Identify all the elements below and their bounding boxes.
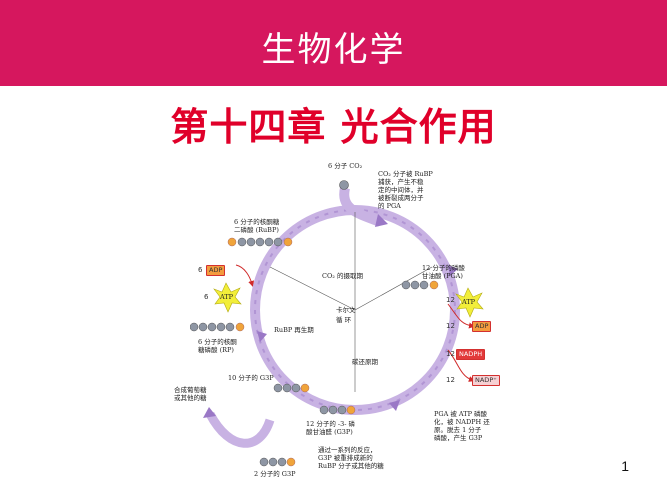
nadp-badge: NADP⁺ [472, 375, 500, 386]
sugar-label: 合成葡萄糖 或其他的糖 [174, 386, 207, 402]
adp-left-badge: ADP [206, 265, 226, 276]
calvin-center-bottom: 循 环 [336, 316, 352, 324]
page-number: 1 [621, 458, 629, 474]
g3p-molecule-bottom [319, 405, 356, 415]
g3p-output-label: 2 分子的 G3P [254, 470, 296, 478]
g3p-twelve-label-line: 12 分子的 -3- 磷 [306, 420, 355, 428]
course-title: 生物化学 [261, 30, 406, 70]
reduction-phase: 碳还原期 [352, 358, 378, 366]
co2-molecule [339, 180, 349, 190]
sugar-output-arrow [206, 411, 275, 448]
rp-molecule [190, 322, 245, 332]
co2-note-line: 捕获，产生不稳 [378, 178, 424, 186]
sugar-label-line: 或其他的糖 [174, 394, 207, 402]
pga-note-line: PGA 被 ATP 磷酸 [434, 410, 488, 418]
atp-left-count: 6 [204, 293, 209, 301]
nadph-badge: NADPH [456, 349, 486, 360]
co2-entry-arrow [339, 186, 382, 227]
pga-molecule [401, 280, 439, 290]
co2-note-line: CO₂ 分子被 RuBP [378, 170, 433, 178]
series-note-line: RuBP 分子或其他的糖 [318, 462, 384, 470]
rubp-regen-phase: RuBP 再生期 [274, 326, 314, 334]
cycle-arrow-left [257, 331, 267, 342]
rubp-molecule [227, 237, 293, 247]
co2-note-line: 定的中间体，并 [378, 186, 424, 194]
g3p-output-molecule [259, 457, 296, 467]
atp-left-label: ATP [220, 293, 234, 301]
pga-note-line: 原。脱去 1 分子 [434, 426, 482, 434]
g3p-twelve-label: 12 分子的 -3- 磷 酸甘油醛 (G3P) [306, 420, 355, 436]
title-banner: 生物化学 [0, 0, 667, 86]
pga-label-line: 12 分子的磷酸 [422, 264, 465, 272]
calvin-center-top: 卡尔文 [336, 306, 356, 314]
g3p-ten-label: 10 分子的 G3P [228, 374, 274, 382]
adp-right-badge: ADP [472, 321, 492, 332]
ru5p-label-line: 6 分子的核酮 [198, 338, 237, 346]
atp-burst-left [213, 282, 242, 313]
calvin-cycle-graphic [190, 180, 484, 467]
atp-right-count: 12 [446, 296, 455, 304]
sugar-label-line: 合成葡萄糖 [174, 386, 207, 394]
rubp-label: 6 分子的核酮糖 二磷酸 (RuBP) [234, 218, 279, 234]
adp-right-count: 12 [446, 322, 455, 330]
chapter-title: 第十四章 光合作用 [170, 105, 497, 149]
co2-note-line: 的 PGA [378, 202, 401, 210]
rubp-label-line: 二磷酸 (RuBP) [234, 226, 279, 234]
co2-note: CO₂ 分子被 RuBP 捕获，产生不稳 定的中间体，并 被断裂成两分子 的 P… [378, 170, 433, 210]
g3p-twelve-label-line: 酸甘油醛 (G3P) [306, 428, 353, 436]
nadp-count: 12 [446, 376, 455, 384]
pga-label-line: 甘油酸 (PGA) [422, 272, 463, 280]
series-note-line: 通过一系列的反应， [318, 446, 377, 454]
nadph-count: 12 [446, 350, 455, 358]
rubp-label-line: 6 分子的核酮糖 [234, 218, 280, 226]
ru5p-label: 6 分子的核酮 糖磷酸 (RP) [198, 338, 237, 354]
co2-note-line: 被断裂成两分子 [378, 194, 424, 202]
pga-note-line: 化，被 NADPH 还 [434, 418, 490, 426]
pga-note-line: 磷酸，产生 G3P [434, 434, 483, 442]
atp-burst-right [455, 287, 484, 318]
cycle-arrow-right [448, 265, 458, 276]
ru5p-label-line: 糖磷酸 (RP) [198, 346, 234, 354]
g3p-molecule-ten [273, 383, 310, 393]
pga-label: 12 分子的磷酸 甘油酸 (PGA) [422, 264, 465, 280]
atp-right-label: ATP [462, 298, 476, 306]
series-note-line: G3P 被重排成新的 [318, 454, 373, 462]
calvin-cycle-diagram: 6 分子 CO₂ CO₂ 分子被 RuBP 捕获，产生不稳 定的中间体，并 被断… [174, 152, 520, 482]
cycle-arrow-bottom [389, 400, 400, 411]
adp-left-count: 6 [198, 266, 203, 274]
pga-note: PGA 被 ATP 磷酸 化，被 NADPH 还 原。脱去 1 分子 磷酸，产生… [434, 410, 490, 442]
co2-input-label: 6 分子 CO₂ [328, 162, 363, 170]
series-note: 通过一系列的反应， G3P 被重排成新的 RuBP 分子或其他的糖 [318, 446, 384, 470]
co2-capture-phase: CO₂ 的摄取期 [322, 272, 363, 280]
